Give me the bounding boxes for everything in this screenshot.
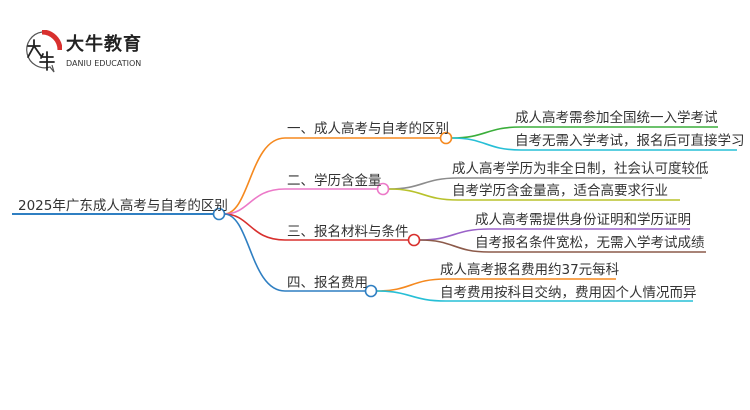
leaf-connector [451, 137, 737, 151]
leaf-4-1[interactable]: 成人高考报名费用约37元每科 [440, 262, 620, 278]
branch-connector [223, 188, 377, 215]
leaf-1-1[interactable]: 成人高考需参加全国统一入学考试 [515, 110, 718, 126]
leaf-connector [376, 290, 693, 302]
leaf-3-1[interactable]: 成人高考需提供身份证明和学历证明 [475, 212, 691, 228]
branch-3[interactable]: 三、报名材料与条件 [287, 224, 409, 240]
leaf-2-2[interactable]: 自考学历含金量高，适合高要求行业 [452, 183, 668, 199]
root-node-circle [212, 207, 226, 221]
root-node[interactable]: 2025年广东成人高考与自考的区别 [18, 198, 228, 214]
leaf-connector [376, 278, 616, 292]
branch-connector [223, 137, 440, 215]
branch-1[interactable]: 一、成人高考与自考的区别 [287, 121, 449, 137]
branch-node-circle [364, 284, 378, 298]
brand-name: 大牛教育 [66, 34, 142, 55]
leaf-3-2[interactable]: 自考报名条件宽松，无需入学考试成绩 [475, 235, 705, 251]
branch-2[interactable]: 二、学历含金量 [287, 173, 382, 189]
leaf-connector [419, 239, 706, 253]
branch-node-circle [439, 131, 453, 145]
leaf-connector [388, 188, 680, 201]
branch-node-circle [376, 182, 390, 196]
logo-mark [22, 29, 63, 78]
leaf-1-2[interactable]: 自考无需入学考试，报名后可直接学习 [515, 133, 745, 149]
branch-connector [223, 213, 408, 241]
leaf-4-2[interactable]: 自考费用按科目交纳，费用因个人情况而异 [440, 285, 697, 301]
branch-node-circle [407, 233, 421, 247]
branch-4[interactable]: 四、报名费用 [287, 275, 368, 291]
brand-subtitle: DANIU EDUCATION [66, 59, 142, 68]
branch-connector [223, 213, 365, 292]
leaf-2-1[interactable]: 成人高考学历为非全日制，社会认可度较低 [452, 161, 709, 177]
